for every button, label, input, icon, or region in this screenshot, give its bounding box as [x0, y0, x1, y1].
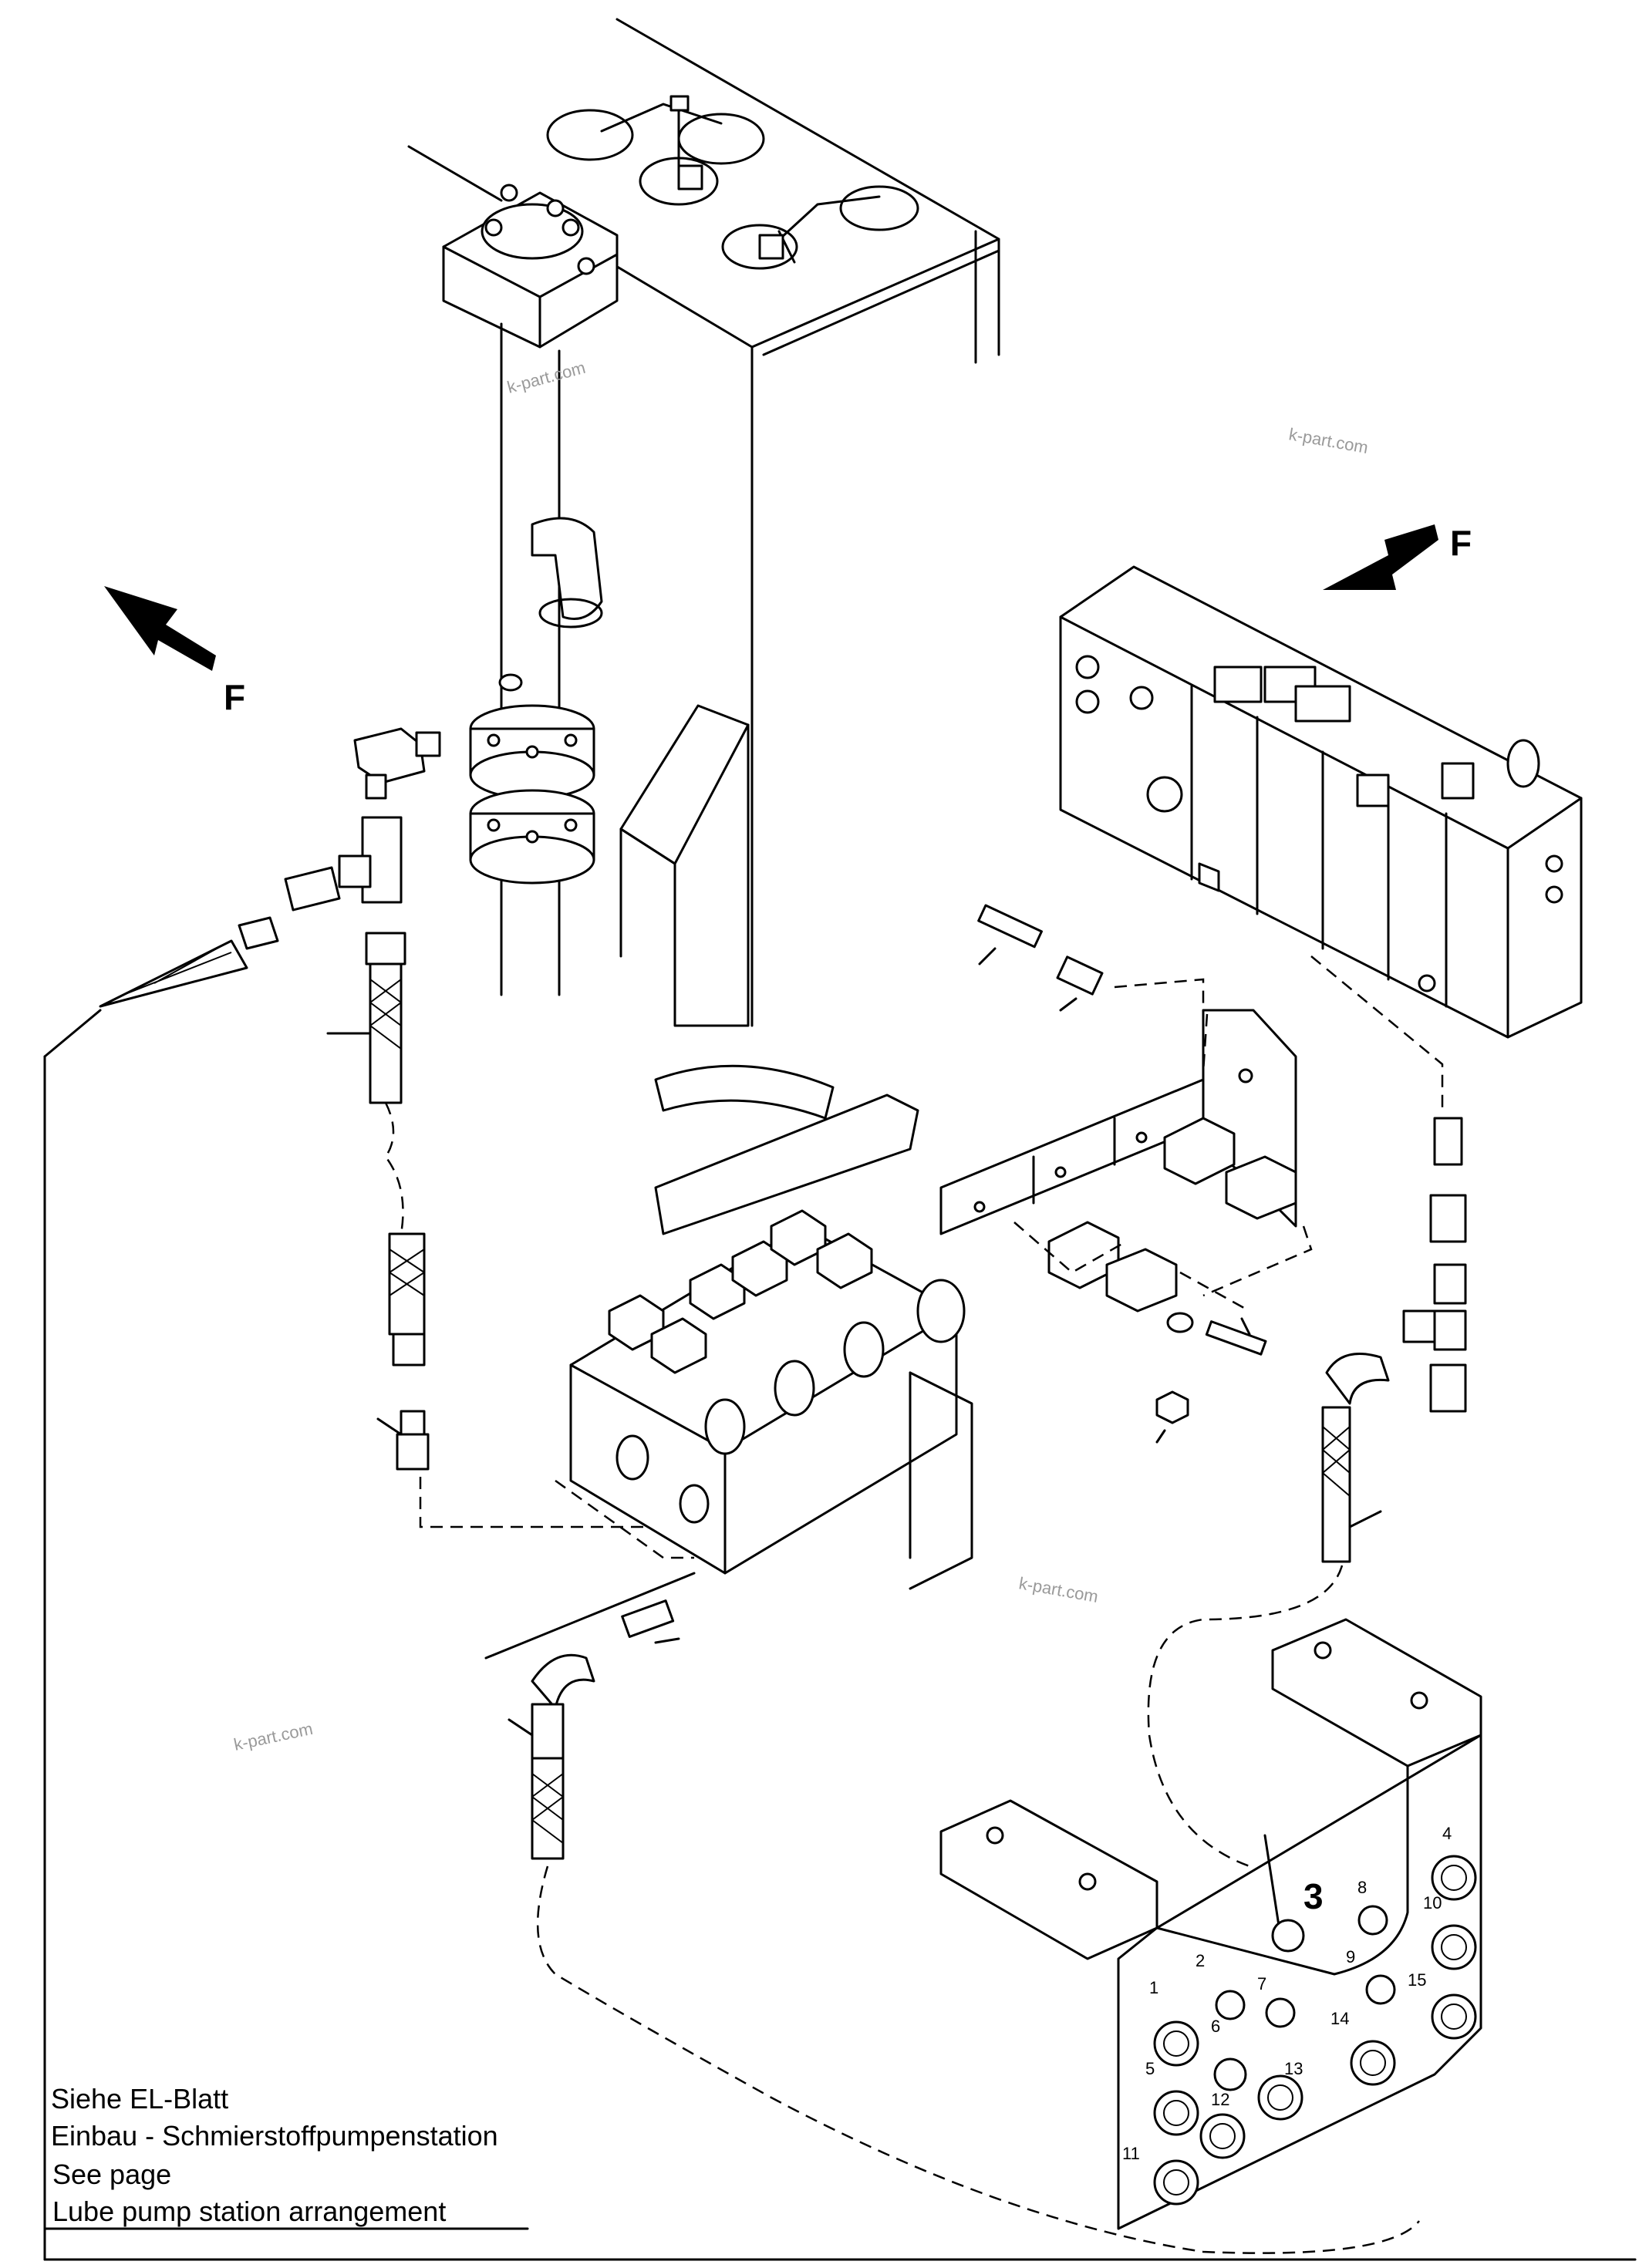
- note-line-3: See page: [52, 2158, 171, 2190]
- watermark-2: k-part.com: [1287, 424, 1370, 457]
- distribution-manifold: 3 1 2 4 5 6 7 8 9 10 11 12 13 14 15: [939, 1618, 1482, 2230]
- note-line-2: Einbau - Schmierstoffpumpenstation: [51, 2120, 498, 2152]
- valve-bank-lower: [569, 1064, 973, 1590]
- bolt-spacer: [977, 904, 1104, 1012]
- lower-hose-assembly: [484, 1479, 1420, 2254]
- port-label-15: 15: [1408, 1970, 1426, 1990]
- direction-marker-right: F: [1450, 523, 1472, 563]
- port-label-14: 14: [1330, 2009, 1349, 2028]
- direction-arrow-right: F: [1323, 523, 1472, 590]
- manifold-label: 3: [1303, 1876, 1324, 1916]
- right-fitting-chain: [1147, 955, 1467, 1868]
- port-label-7: 7: [1257, 1974, 1266, 1993]
- port-label-10: 10: [1423, 1893, 1442, 1912]
- port-label-8: 8: [1357, 1878, 1367, 1897]
- dashed-link-a: [1114, 978, 1205, 1010]
- bolt-washer-nut: [1155, 1312, 1267, 1444]
- port-label-6: 6: [1211, 2017, 1220, 2036]
- direction-arrow-left: F: [104, 586, 245, 717]
- frame-lines: [43, 1009, 1637, 2261]
- support-plate: [619, 704, 750, 1027]
- port-label-13: 13: [1284, 2059, 1303, 2078]
- port-label-9: 9: [1346, 1947, 1355, 1966]
- direction-marker-left: F: [224, 677, 245, 717]
- reference-note: Siehe EL-Blatt Einbau - Schmierstoffpump…: [43, 2083, 529, 2230]
- valve-bank-upper: [1059, 565, 1583, 1039]
- note-line-4: Lube pump station arrangement: [52, 2196, 446, 2227]
- watermark-4: k-part.com: [232, 1719, 315, 1754]
- left-fitting-assembly: [99, 727, 694, 1528]
- port-label-12: 12: [1211, 2090, 1229, 2109]
- port-label-4: 4: [1442, 1824, 1452, 1843]
- port-label-11: 11: [1122, 2144, 1140, 2163]
- manifold-ports: [1153, 1855, 1477, 2206]
- pump-column: [469, 349, 603, 996]
- port-label-5: 5: [1145, 2059, 1155, 2078]
- valve-disc-cluster: [546, 95, 919, 270]
- watermark-1: k-part.com: [505, 358, 588, 397]
- dashed-links: [1013, 1013, 1313, 1313]
- pump-head: [442, 184, 619, 364]
- port-label-1: 1: [1149, 1978, 1158, 1997]
- watermark-3: k-part.com: [1017, 1573, 1100, 1606]
- port-label-2: 2: [1196, 1951, 1205, 1970]
- clamp-bracket: [939, 1009, 1297, 1313]
- note-line-1: Siehe EL-Blatt: [51, 2083, 228, 2115]
